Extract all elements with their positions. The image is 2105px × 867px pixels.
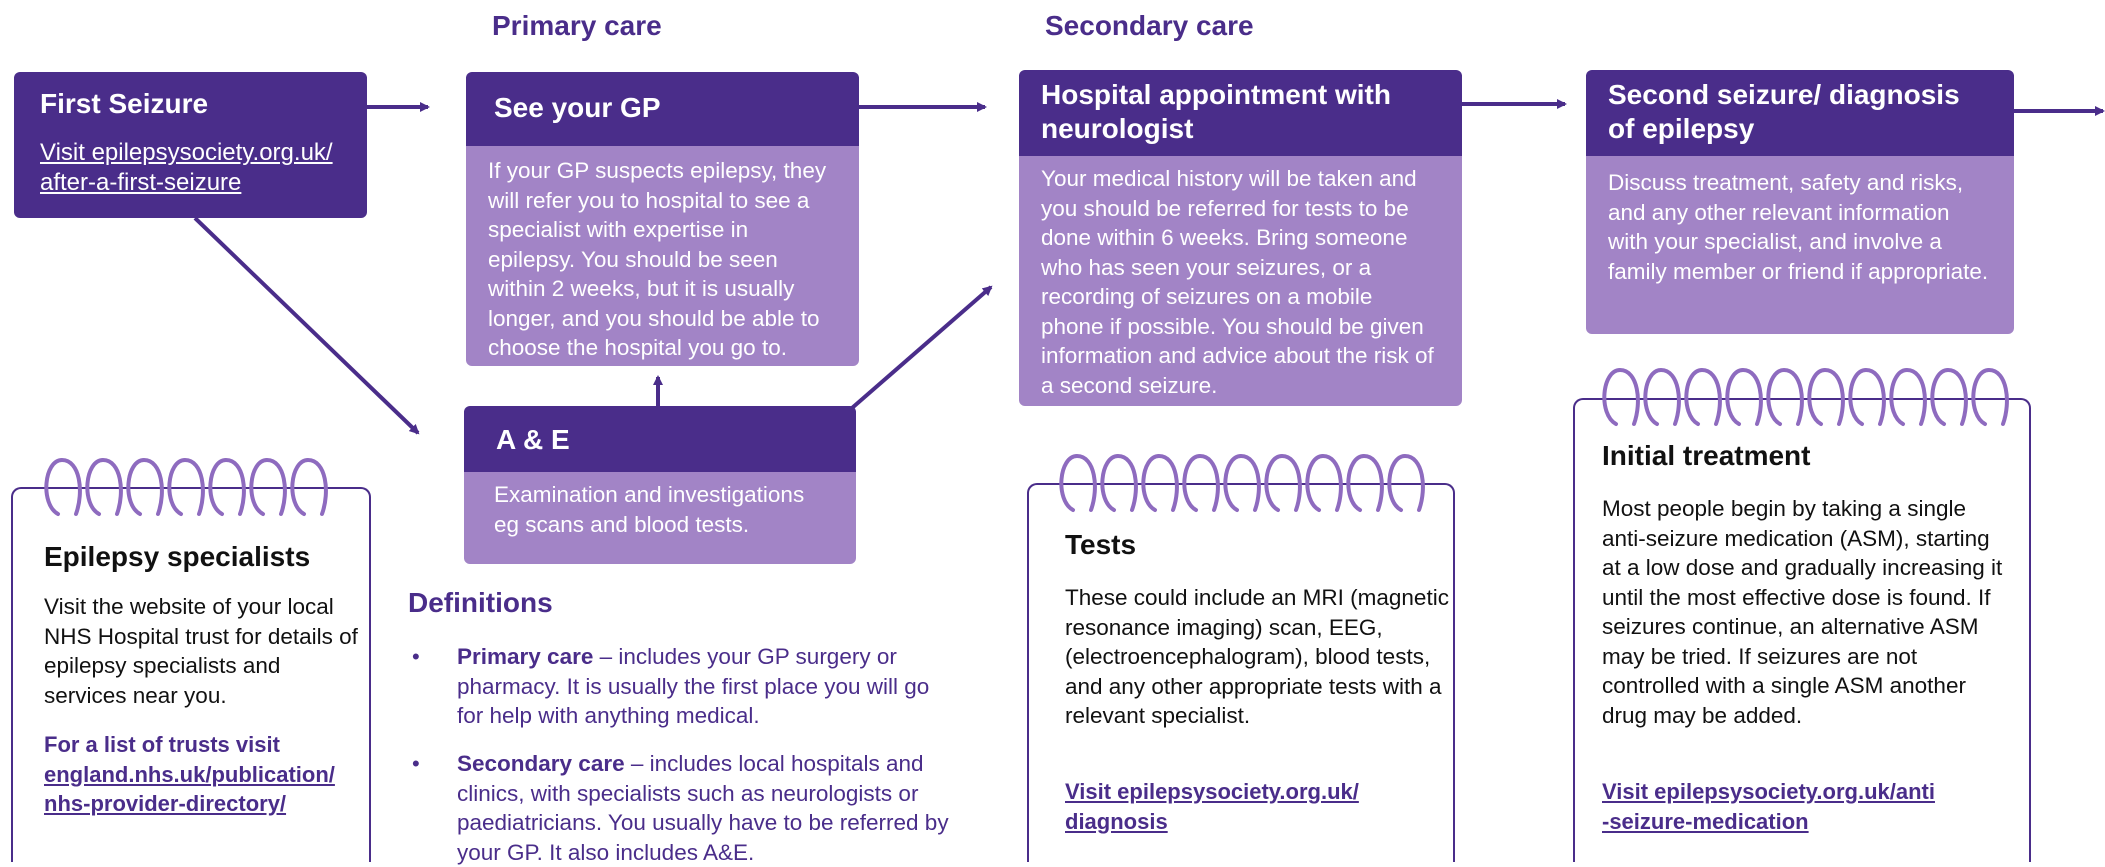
treatment-link-line1[interactable]: Visit epilepsysociety.org.uk/anti	[1602, 779, 1935, 804]
arrow-icon	[193, 216, 420, 435]
spiral-loop	[1766, 367, 1804, 426]
definition-primary: Primary care – includes your GP surgery …	[457, 642, 957, 731]
bullet-icon: •	[412, 644, 420, 669]
ae-title: A & E	[464, 406, 856, 472]
spiral-binding-icon	[1059, 453, 1425, 512]
ae-body: Examination and investigations eg scans …	[464, 472, 856, 564]
specialists-link-line1[interactable]: england.nhs.uk/publication/	[44, 761, 335, 787]
spiral-loop	[1602, 367, 1640, 426]
specialists-card: Epilepsy specialists Visit the website o…	[11, 487, 371, 862]
spiral-loop	[1305, 453, 1343, 512]
spiral-binding-icon	[44, 457, 328, 516]
spiral-loop	[1182, 453, 1220, 512]
primary-care-heading: Primary care	[492, 10, 662, 41]
spiral-loop	[249, 457, 287, 516]
spiral-loop	[290, 457, 328, 516]
definition-text: – includes your GP surgery or pharmacy. …	[457, 644, 930, 728]
spiral-loop	[1684, 367, 1722, 426]
spiral-loop	[1848, 367, 1886, 426]
gp-box: See your GP If your GP suspects epilepsy…	[466, 72, 859, 366]
definition-text: – includes local hospitals and clinics, …	[457, 751, 949, 865]
second-seizure-body: Discuss treatment, safety and risks, and…	[1586, 156, 2014, 334]
definition-term: Primary care	[457, 644, 594, 669]
specialists-title: Epilepsy specialists	[44, 541, 311, 572]
bullet-icon: •	[412, 751, 420, 776]
spiral-loop	[1930, 367, 1968, 426]
spiral-loop	[126, 457, 164, 516]
specialists-body: Visit the website of your local NHS Hosp…	[44, 594, 358, 708]
spiral-loop	[1725, 367, 1763, 426]
spiral-loop	[85, 457, 123, 516]
first-seizure-link-line2[interactable]: after-a-first-seizure	[40, 169, 242, 196]
spiral-loop	[1100, 453, 1138, 512]
spiral-binding-icon	[1602, 367, 2009, 426]
secondary-care-heading: Secondary care	[1045, 10, 1254, 41]
first-seizure-title: First Seizure	[40, 88, 209, 119]
spiral-loop	[167, 457, 205, 516]
tests-body: These could include an MRI (magnetic res…	[1065, 585, 1449, 728]
definition-secondary: Secondary care – includes local hospital…	[457, 749, 997, 867]
spiral-loop	[44, 457, 82, 516]
spiral-loop	[1807, 367, 1845, 426]
definitions-title: Definitions	[408, 587, 553, 618]
spiral-loop	[1264, 453, 1302, 512]
tests-card: Tests These could include an MRI (magnet…	[1027, 483, 1455, 862]
second-seizure-box: Second seizure/ diagnosis of epilepsy Di…	[1586, 70, 2014, 334]
spiral-loop	[1643, 367, 1681, 426]
definition-term: Secondary care	[457, 751, 625, 776]
treatment-link-line2[interactable]: -seizure-medication	[1602, 808, 1809, 834]
hospital-title: Hospital appointment with neurologist	[1019, 70, 1462, 156]
gp-body: If your GP suspects epilepsy, they will …	[466, 146, 859, 366]
hospital-body: Your medical history will be taken and y…	[1019, 156, 1462, 406]
second-seizure-title: Second seizure/ diagnosis of epilepsy	[1586, 70, 2014, 156]
tests-title: Tests	[1065, 529, 1137, 560]
treatment-body: Most people begin by taking a single ant…	[1602, 496, 2003, 728]
spiral-loop	[1346, 453, 1384, 512]
spiral-loop	[1223, 453, 1261, 512]
first-seizure-box: First Seizure Visit epilepsysociety.org.…	[14, 72, 367, 218]
treatment-card: Initial treatment Most people begin by t…	[1573, 398, 2031, 862]
spiral-loop	[1971, 367, 2009, 426]
spiral-loop	[208, 457, 246, 516]
spiral-loop	[1387, 453, 1425, 512]
tests-link-line2[interactable]: diagnosis	[1065, 808, 1168, 834]
tests-link-line1[interactable]: Visit epilepsysociety.org.uk/	[1065, 779, 1359, 804]
hospital-box: Hospital appointment with neurologist Yo…	[1019, 70, 1462, 406]
spiral-loop	[1141, 453, 1179, 512]
treatment-title: Initial treatment	[1602, 440, 1811, 471]
arrow-icon	[850, 285, 993, 410]
first-seizure-link-line1[interactable]: Visit epilepsysociety.org.uk/	[40, 139, 333, 166]
specialists-lead: For a list of trusts visit	[44, 732, 280, 757]
spiral-loop	[1059, 453, 1097, 512]
gp-title: See your GP	[466, 72, 859, 146]
spiral-loop	[1889, 367, 1927, 426]
specialists-link-line2[interactable]: nhs-provider-directory/	[44, 791, 287, 816]
ae-box: A & E Examination and investigations eg …	[464, 406, 856, 564]
